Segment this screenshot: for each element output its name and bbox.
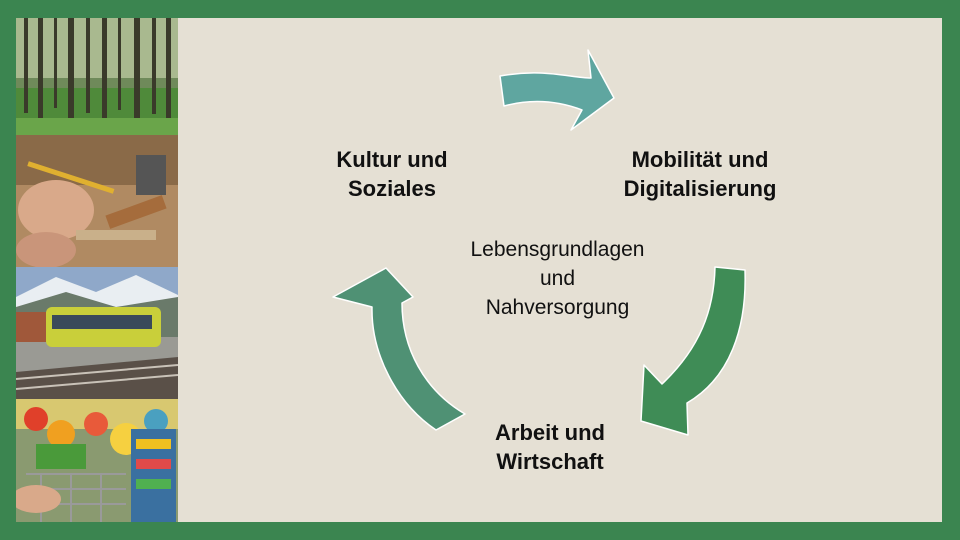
center-line: Nahversorgung: [435, 293, 680, 322]
node-mobilitaet-digitalisierung: Mobilität und Digitalisierung: [600, 145, 800, 203]
node-line: Digitalisierung: [600, 174, 800, 203]
node-line: Wirtschaft: [465, 447, 635, 476]
node-line: Kultur und: [312, 145, 472, 174]
center-label: Lebensgrundlagen und Nahversorgung: [435, 235, 680, 322]
center-line: und: [435, 264, 680, 293]
node-arbeit-wirtschaft: Arbeit und Wirtschaft: [465, 418, 635, 476]
slide: Kultur und Soziales Mobilität und Digita…: [16, 18, 942, 522]
node-kultur-soziales: Kultur und Soziales: [312, 145, 472, 203]
node-line: Soziales: [312, 174, 472, 203]
node-line: Mobilität und: [600, 145, 800, 174]
node-line: Arbeit und: [465, 418, 635, 447]
arrow-top: [500, 50, 614, 130]
center-line: Lebensgrundlagen: [435, 235, 680, 264]
